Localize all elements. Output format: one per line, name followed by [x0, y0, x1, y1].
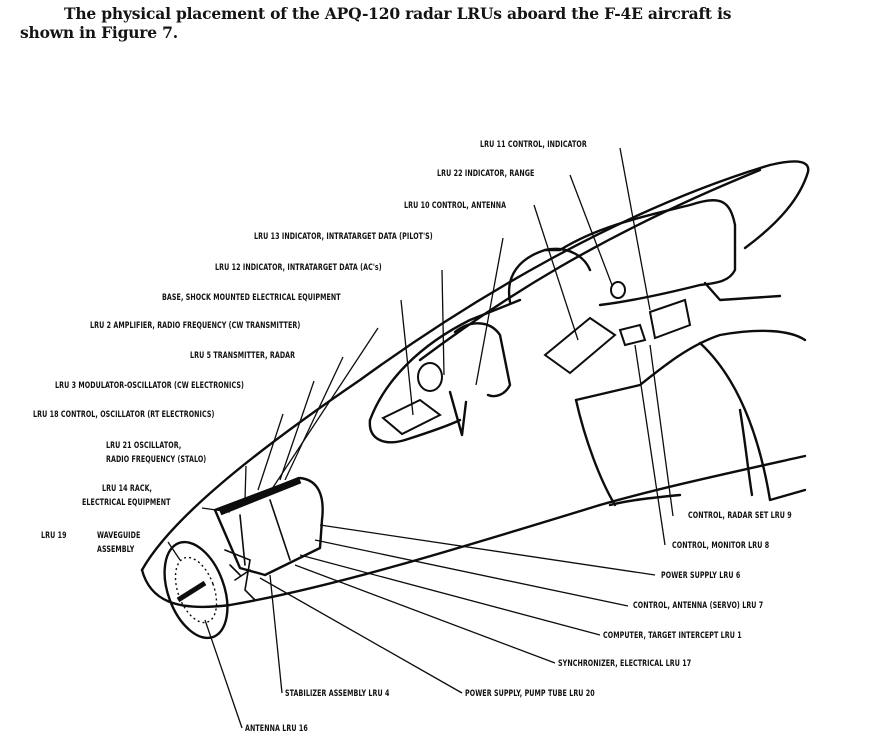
intro-line-2: shown in Figure 7. — [20, 23, 178, 42]
cockpit-structure — [368, 198, 782, 444]
label-lru19-id: LRU 19 — [41, 531, 67, 541]
label-lru11: LRU 11 CONTROL, INDICATOR — [480, 140, 587, 150]
label-lru19-line2: ASSEMBLY — [97, 545, 135, 555]
nose-radar-equipment — [163, 476, 324, 640]
label-lru14-line1: LRU 14 RACK, — [102, 484, 153, 494]
label-lru2: LRU 2 AMPLIFIER, RADIO FREQUENCY (CW TRA… — [90, 321, 301, 331]
label-lru12: LRU 12 INDICATOR, INTRATARGET DATA (AC's… — [215, 263, 382, 273]
label-lru4: STABILIZER ASSEMBLY LRU 4 — [285, 689, 390, 699]
fuselage-outline — [140, 160, 810, 609]
label-lru21-line2: RADIO FREQUENCY (STALO) — [106, 455, 207, 465]
leader-lines — [167, 147, 674, 729]
intro-line-1: The physical placement of the APQ-120 ra… — [64, 4, 732, 23]
label-lru13: LRU 13 INDICATOR, INTRATARGET DATA (PILO… — [254, 232, 433, 242]
label-base-shock-mounted: BASE, SHOCK MOUNTED ELECTRICAL EQUIPMENT — [162, 293, 341, 303]
label-lru21-line1: LRU 21 OSCILLATOR, — [106, 441, 182, 451]
label-lru10: LRU 10 CONTROL, ANTENNA — [404, 201, 507, 211]
label-lru22: LRU 22 INDICATOR, RANGE — [437, 169, 535, 179]
label-lru1: COMPUTER, TARGET INTERCEPT LRU 1 — [603, 631, 742, 641]
label-lru17: SYNCHRONIZER, ELECTRICAL LRU 17 — [558, 659, 692, 669]
label-lru9: CONTROL, RADAR SET LRU 9 — [688, 511, 792, 521]
label-lru6: POWER SUPPLY LRU 6 — [661, 571, 741, 581]
label-lru16: ANTENNA LRU 16 — [245, 724, 308, 734]
label-lru14-line2: ELECTRICAL EQUIPMENT — [82, 498, 171, 508]
label-lru8: CONTROL, MONITOR LRU 8 — [672, 541, 770, 551]
engine-intake — [574, 329, 807, 507]
label-lru18: LRU 18 CONTROL, OSCILLATOR (RT ELECTRONI… — [33, 410, 215, 420]
label-lru7: CONTROL, ANTENNA (SERVO) LRU 7 — [633, 601, 764, 611]
intro-paragraph: The physical placement of the APQ-120 ra… — [20, 4, 870, 42]
label-lru19-line1: WAVEGUIDE — [97, 531, 141, 541]
label-lru20: POWER SUPPLY, PUMP TUBE LRU 20 — [465, 689, 595, 699]
label-lru5: LRU 5 TRANSMITTER, RADAR — [190, 351, 296, 361]
label-lru3: LRU 3 MODULATOR-OSCILLATOR (CW ELECTRONI… — [55, 381, 244, 391]
